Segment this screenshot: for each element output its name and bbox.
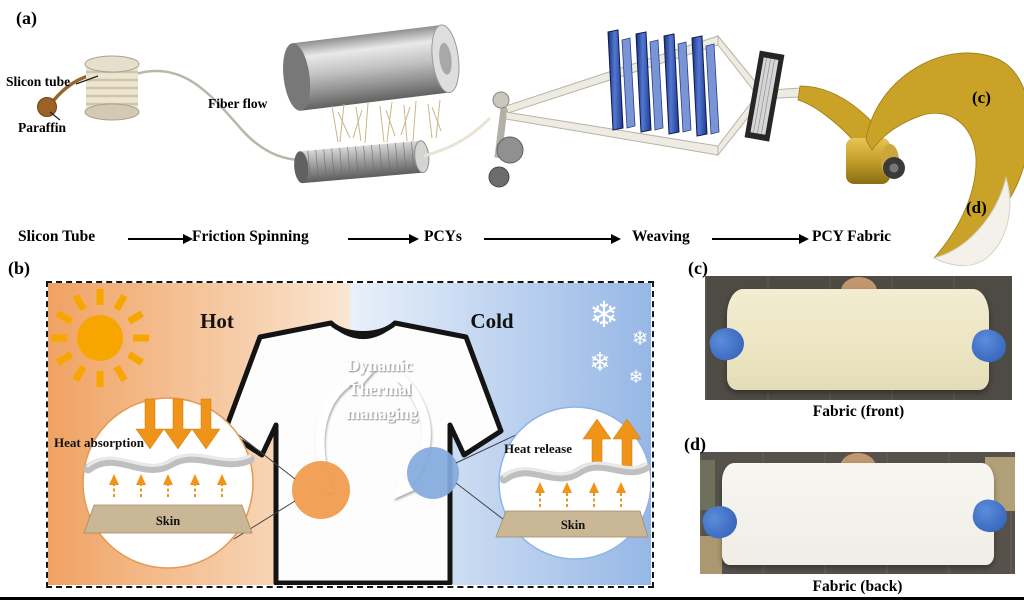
zoom-connector-lines (230, 428, 522, 540)
heddle-blades-back (621, 37, 720, 135)
sun-icon (51, 289, 149, 387)
step-pcy-fabric: PCY Fabric (812, 228, 892, 245)
skin-slab (83, 504, 253, 534)
spinning-weaving-illustration (37, 24, 1024, 267)
flow-arrow-icon (128, 234, 193, 244)
fabric-back-sample (722, 463, 994, 565)
takeup-roller (846, 138, 890, 184)
wall-block (700, 536, 722, 574)
flow-arrow-icon (484, 234, 621, 244)
skin-label: Skin (561, 518, 585, 532)
cycle-text-line3: managing (346, 404, 418, 423)
heat-release-label: Heat release (504, 441, 572, 456)
curl-ref-d-label: (d) (966, 198, 987, 217)
fabric-back-photo (700, 452, 1015, 574)
flow-arrow-icon (348, 234, 419, 244)
cycle-text-line2: Thermal (348, 380, 412, 399)
fabric-front-caption: Fabric (front) (812, 403, 905, 420)
snowflake-icon: ❄ (628, 367, 643, 388)
skin-slab (495, 510, 649, 538)
fabric-cross-section (83, 453, 255, 474)
fiber-strands (331, 99, 442, 144)
friction-spinning-machine-graphic (282, 24, 492, 184)
bottom-divider (0, 597, 1024, 600)
thermal-diagram: ❄ ❄ ❄ ❄ Hot Cold Dynamic Thermal managin… (48, 283, 651, 585)
yarn-roller-assembly-graphic (488, 91, 524, 188)
heddle-blades-front (607, 29, 708, 137)
hot-spot-circle (292, 461, 350, 519)
paraffin-spool-graphic (37, 55, 303, 162)
reed-frame (744, 50, 785, 142)
paraffin-annotation: Paraffin (18, 120, 66, 135)
pcy-fabric-takeup-graphic (797, 52, 1024, 267)
step-pcys: PCYs (424, 228, 462, 245)
snowflake-icon: ❄ (589, 295, 619, 336)
flow-arrow-icon (712, 234, 809, 244)
panel-b-label: (b) (8, 258, 30, 278)
step-weaving: Weaving (632, 228, 690, 245)
fabric-front-photo (705, 276, 1012, 400)
fiber-flow-annotation: Fiber flow (208, 96, 268, 111)
paraffin-ball (37, 97, 57, 117)
step-friction-spinning: Friction Spinning (192, 228, 309, 245)
big-up-arrows-icon (582, 418, 642, 468)
cycle-text-line1: Dynamic (347, 356, 413, 375)
weaving-machine-graphic (505, 29, 801, 157)
big-down-arrows-icon (135, 398, 221, 450)
snowflake-icon: ❄ (632, 326, 649, 350)
panel-a-label: (a) (16, 8, 37, 28)
panel-c-label: (c) (688, 258, 708, 278)
fabric-cross-section (499, 461, 651, 484)
heat-absorption-inset: Heat absorption Skin (54, 397, 255, 569)
snowflake-icon: ❄ (589, 348, 611, 378)
fabric-back-caption: Fabric (back) (812, 578, 903, 595)
heat-absorption-label: Heat absorption (54, 435, 145, 450)
fabric-curl-white-back (932, 176, 1011, 267)
cold-spot-circle (407, 447, 459, 499)
thermal-management-panel: ❄ ❄ ❄ ❄ Hot Cold Dynamic Thermal managin… (46, 281, 654, 588)
step-silicon-tube: Slicon Tube (18, 228, 96, 245)
fabric-front-sample (727, 289, 989, 390)
tshirt-graphic (222, 320, 504, 585)
wall-block (700, 460, 715, 510)
curl-ref-c-label: (c) (972, 88, 991, 107)
panel-d-label: (d) (684, 434, 706, 454)
small-up-arrows-icon (109, 474, 227, 497)
silicon-tube-annotation: Slicon tube (6, 74, 71, 89)
skin-label: Skin (156, 514, 180, 528)
small-up-arrows-icon (535, 482, 626, 507)
heat-release-inset: Heat release Skin (495, 406, 651, 560)
cold-label: Cold (470, 309, 514, 333)
hot-label: Hot (200, 309, 234, 333)
